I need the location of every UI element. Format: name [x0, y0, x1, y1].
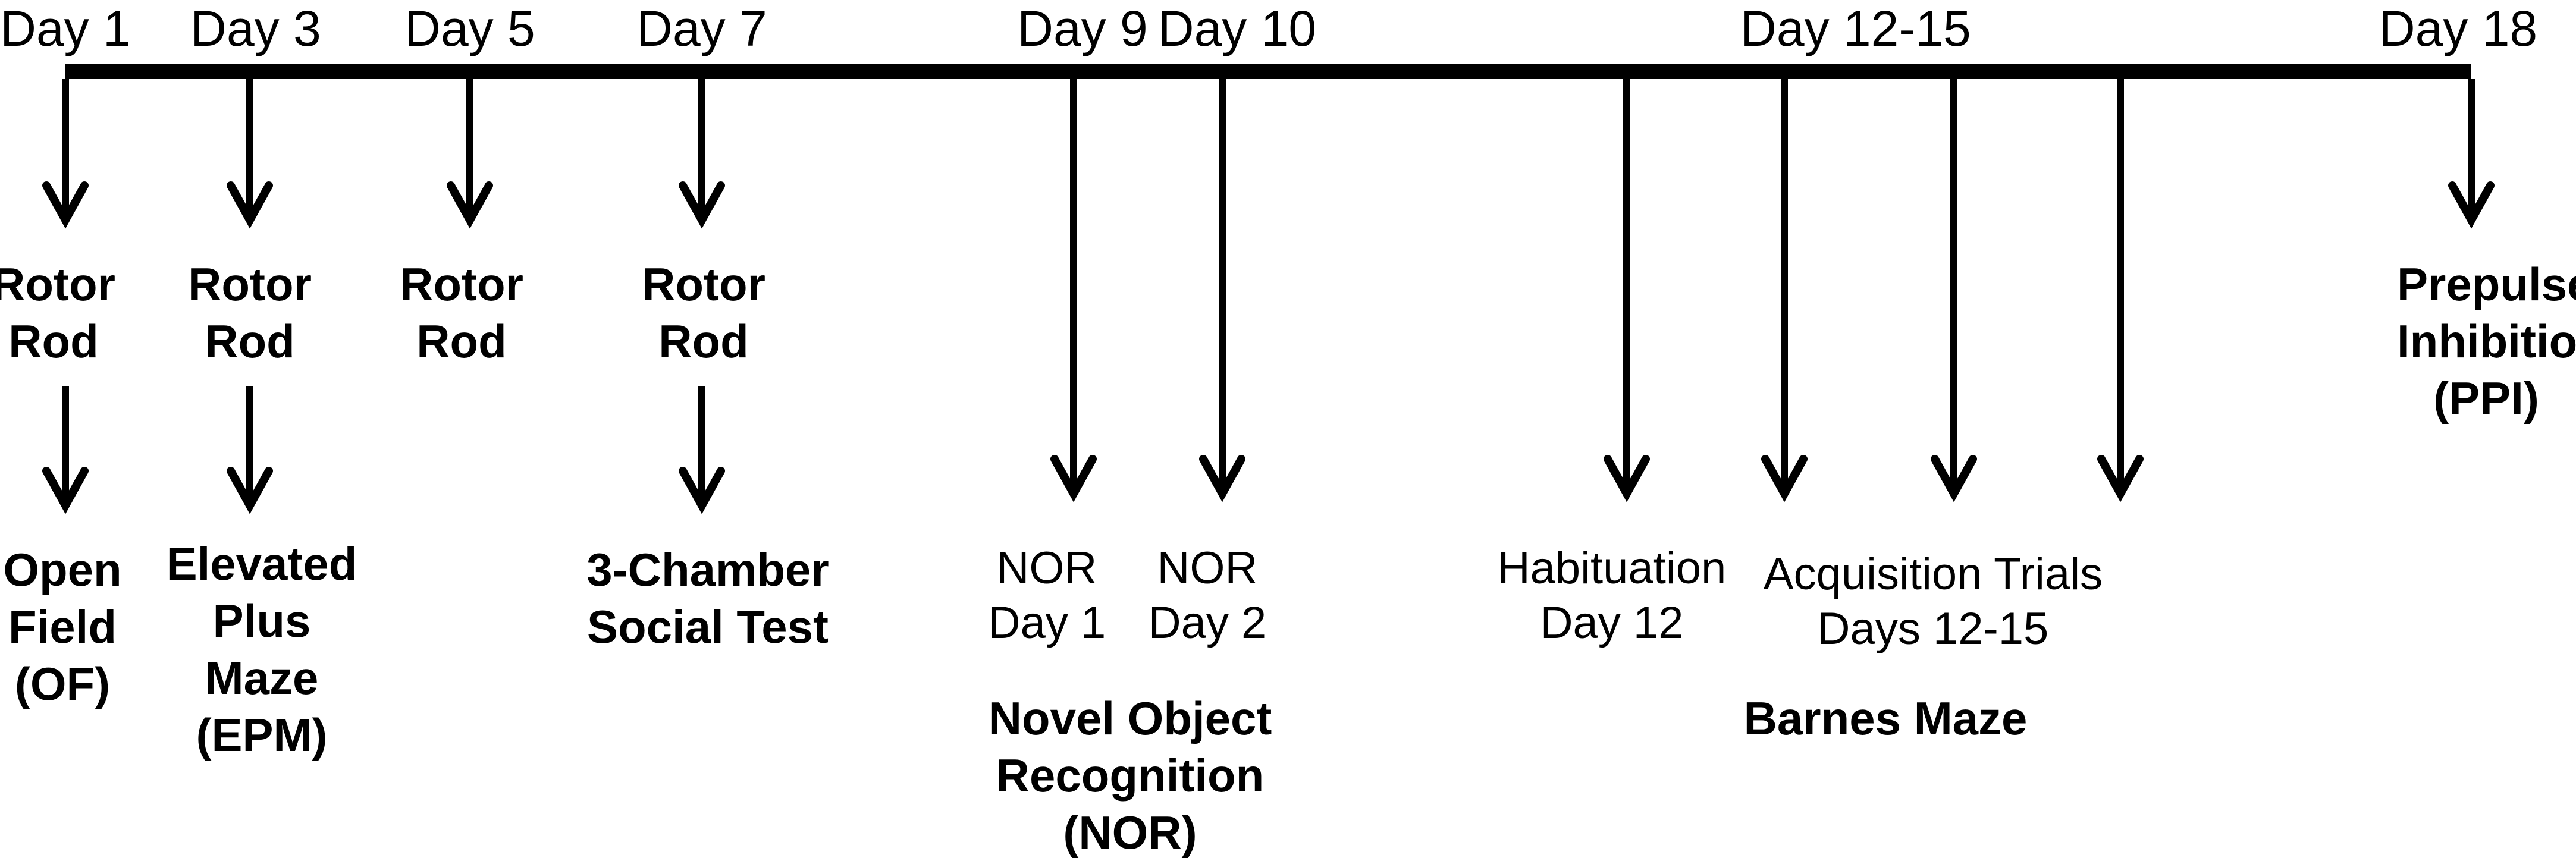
arrow-day12-d	[2097, 79, 2144, 502]
day-label-18: Day 18	[2379, 1, 2538, 56]
day-label-12-15: Day 12-15	[1740, 1, 1971, 56]
label-line: (PPI)	[2433, 372, 2539, 425]
label-line: Rotor	[188, 258, 312, 310]
arrow-head	[1761, 455, 1808, 502]
arrow-head	[1604, 455, 1650, 502]
label-line: Rotor	[642, 258, 765, 310]
label-line: Prepulse	[2397, 258, 2576, 310]
arrow-day5-top	[447, 79, 493, 229]
arrow-day7-top	[679, 79, 725, 229]
arrow-head	[679, 181, 725, 229]
arrow-head	[227, 467, 273, 514]
day-label-10: Day 10	[1157, 1, 1317, 56]
arrow-head	[447, 181, 493, 229]
label-line: Day 12	[1540, 598, 1684, 648]
label-line: Social Test	[586, 601, 829, 653]
open-field: Open Field (OF)	[0, 541, 125, 712]
nor-day2: NOR Day 2	[1136, 541, 1279, 651]
label-line: Recognition	[996, 749, 1265, 802]
arrow-group	[42, 79, 2495, 514]
day-label-5: Day 5	[404, 1, 535, 56]
label-line: Maze	[205, 652, 319, 704]
arrow-day1-bottom	[42, 386, 89, 514]
label-line: (OF)	[14, 658, 111, 710]
label-line: Field	[8, 601, 117, 653]
label-line: Rod	[416, 315, 507, 367]
habituation-day12: Habituation Day 12	[1475, 541, 1749, 651]
rotor-rod-day3: Rotor Rod	[184, 256, 315, 370]
novel-object-recognition: Novel Object Recognition (NOR)	[952, 690, 1309, 861]
prepulse-inhibition: Prepulse Inhibition (PPI)	[2397, 256, 2576, 427]
arrow-head	[1199, 455, 1245, 502]
label-line: Plus	[212, 595, 311, 647]
arrow-day12-b	[1761, 79, 1808, 502]
label-line: (EPM)	[196, 709, 328, 761]
day-label-1: Day 1	[0, 1, 131, 56]
arrow-head	[2448, 181, 2495, 229]
arrow-day7-bottom	[679, 386, 725, 514]
label-line: 3-Chamber	[586, 543, 829, 596]
arrow-head	[42, 181, 89, 229]
label-line: Day 2	[1148, 598, 1267, 648]
label-line: (NOR)	[1063, 806, 1197, 859]
arrow-day12-c	[1931, 79, 1977, 502]
label-line: Rotor	[0, 258, 115, 310]
rotor-rod-day1: Rotor Rod	[0, 256, 119, 370]
label-line: Days 12-15	[1817, 604, 2049, 654]
arrow-head	[42, 467, 89, 514]
label-line: Rod	[8, 315, 99, 367]
arrow-head	[227, 181, 273, 229]
arrow-day12-a	[1604, 79, 1650, 502]
label-line: NOR	[1157, 543, 1258, 593]
arrow-day18-top	[2448, 79, 2495, 229]
arrow-head	[2097, 455, 2144, 502]
label-line: Day 1	[987, 598, 1106, 648]
arrow-head	[1050, 455, 1097, 502]
label-line: Rod	[658, 315, 749, 367]
nor-day1: NOR Day 1	[975, 541, 1118, 651]
elevated-plus-maze: Elevated Plus Maze (EPM)	[161, 535, 363, 763]
day-label-7: Day 7	[636, 1, 767, 56]
label-line: Rod	[205, 315, 295, 367]
label-line: Rotor	[400, 258, 523, 310]
barnes-maze: Barnes Maze	[1707, 690, 2064, 747]
label-line: Habituation	[1497, 543, 1727, 593]
acquisition-trials: Acquisition Trials Days 12-15	[1743, 547, 2123, 656]
label-line: Novel Object	[988, 692, 1272, 744]
arrow-head	[1931, 455, 1977, 502]
arrow-day3-bottom	[227, 386, 273, 514]
arrow-day10	[1199, 79, 1245, 502]
rotor-rod-day5: Rotor Rod	[396, 256, 527, 370]
day-label-3: Day 3	[190, 1, 321, 56]
label-line: Open	[3, 543, 122, 596]
arrow-head	[679, 467, 725, 514]
label-line: Inhibition	[2397, 315, 2576, 367]
arrow-day9	[1050, 79, 1097, 502]
label-line: Barnes Maze	[1743, 692, 2028, 744]
three-chamber-social-test: 3-Chamber Social Test	[553, 541, 862, 655]
arrow-day1-top	[42, 79, 89, 229]
label-line: Elevated	[166, 538, 357, 590]
rotor-rod-day7: Rotor Rod	[638, 256, 769, 370]
label-line: Acquisition Trials	[1763, 549, 2103, 599]
label-line: NOR	[996, 543, 1097, 593]
day-label-9: Day 9	[1017, 1, 1148, 56]
arrow-day3-top	[227, 79, 273, 229]
